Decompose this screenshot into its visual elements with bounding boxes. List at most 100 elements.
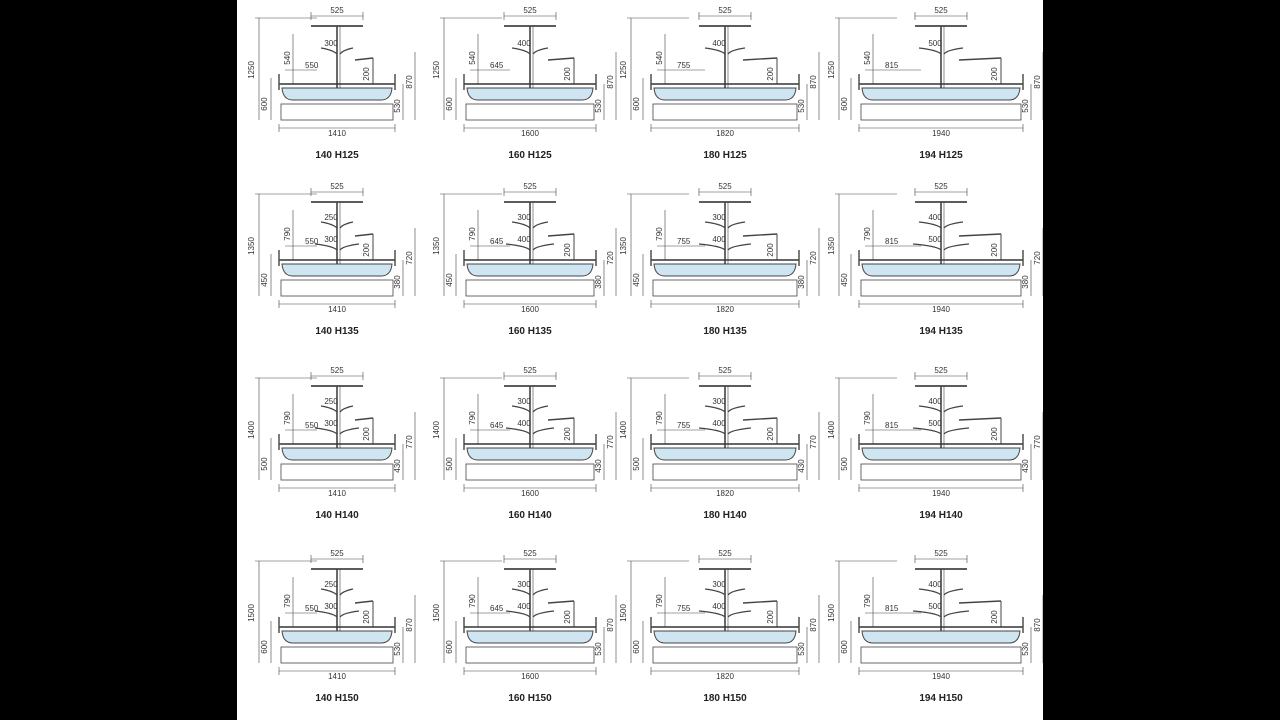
tub-well [281, 87, 393, 101]
shelf-arm-right [943, 588, 964, 596]
shelf-arm-left [511, 405, 531, 413]
shelf-depth-label: 300 [324, 419, 338, 428]
tub-well [653, 447, 797, 461]
plinth [465, 279, 595, 297]
edge-height-label: 720 [1033, 251, 1042, 265]
model-caption: 180 H135 [703, 326, 747, 337]
base-shelf-width-label: 550 [305, 421, 319, 430]
model-caption: 140 H150 [315, 693, 359, 704]
height-label: 1350 [247, 237, 256, 255]
tub-depth-label: 530 [797, 642, 806, 656]
side-shelf [547, 233, 575, 237]
tub-depth-label: 530 [393, 642, 402, 656]
shelf-arm-left [505, 243, 531, 251]
plinth [860, 646, 1022, 664]
shelf-arm-left [918, 221, 942, 229]
overall-width-label: 1820 [716, 305, 734, 314]
side-shelf [742, 57, 778, 61]
side-shelf [742, 417, 778, 421]
plinth [280, 103, 394, 121]
height-label: 1350 [432, 237, 441, 255]
shelf-depth-label: 400 [712, 602, 726, 611]
shelf-arm-left [505, 610, 531, 618]
edge-height-label: 870 [606, 618, 615, 632]
depth-label: 600 [260, 640, 269, 654]
shelf-gap-label: 200 [990, 67, 999, 81]
shelf-arm-left [314, 427, 338, 435]
overall-width-label: 1820 [716, 129, 734, 138]
top-shelf-width-label: 525 [330, 549, 344, 558]
overall-width-label: 1820 [716, 672, 734, 681]
shelf-depth-label: 400 [928, 397, 942, 406]
shelf-arm-right [727, 221, 746, 229]
plinth [280, 463, 394, 481]
base-shelf-width-label: 755 [677, 61, 691, 70]
shelf-gap-label: 200 [362, 427, 371, 441]
shelf-arm-left [320, 588, 338, 596]
depth-label: 600 [840, 97, 849, 111]
model-caption: 140 H140 [315, 510, 359, 521]
shelf-gap-label: 200 [563, 427, 572, 441]
height-label: 1400 [247, 421, 256, 439]
shelf-depth-label: 300 [517, 580, 531, 589]
overall-width-label: 1940 [932, 129, 950, 138]
shelf-arm-right [339, 47, 354, 55]
shelf-depth-label: 500 [928, 235, 942, 244]
shelf-depth-label: 400 [712, 235, 726, 244]
overall-width-label: 1410 [328, 489, 346, 498]
shelf-depth-label: 300 [324, 602, 338, 611]
tub-well [466, 87, 594, 101]
tub-depth-label: 380 [797, 275, 806, 289]
plinth [465, 646, 595, 664]
model-caption: 194 H140 [919, 510, 963, 521]
overall-width-label: 1410 [328, 305, 346, 314]
side-shelf [354, 233, 374, 237]
lower-height-label: 540 [468, 51, 477, 65]
edge-height-label: 870 [405, 75, 414, 89]
shelf-depth-label: 300 [517, 397, 531, 406]
shelf-arm-left [511, 47, 531, 55]
tub-well [861, 263, 1021, 277]
shelf-gap-label: 200 [563, 67, 572, 81]
edge-height-label: 870 [1033, 75, 1042, 89]
shelf-arm-left [704, 405, 726, 413]
shelf-arm-right [339, 610, 360, 618]
depth-label: 500 [260, 457, 269, 471]
tub-well [653, 87, 797, 101]
shelf-arm-right [532, 610, 555, 618]
shelf-arm-left [314, 610, 338, 618]
top-shelf-width-label: 525 [523, 549, 537, 558]
shelf-arm-left [704, 47, 726, 55]
shelf-depth-label: 250 [324, 213, 338, 222]
height-label: 1400 [827, 421, 836, 439]
lower-height-label: 790 [655, 227, 664, 241]
shelf-depth-label: 500 [928, 39, 942, 48]
shelf-gap-label: 200 [362, 243, 371, 257]
depth-label: 500 [445, 457, 454, 471]
shelf-arm-left [314, 243, 338, 251]
base-shelf-width-label: 815 [885, 61, 899, 70]
overall-width-label: 1410 [328, 129, 346, 138]
shelf-arm-right [339, 588, 354, 596]
base-shelf-width-label: 755 [677, 604, 691, 613]
edge-height-label: 870 [1033, 618, 1042, 632]
tub-well [653, 263, 797, 277]
shelf-arm-left [918, 405, 942, 413]
base-shelf-width-label: 755 [677, 421, 691, 430]
model-caption: 194 H135 [919, 326, 963, 337]
side-shelf [354, 57, 374, 61]
lower-height-label: 790 [468, 594, 477, 608]
plinth [860, 463, 1022, 481]
shelf-arm-right [532, 243, 555, 251]
shelf-arm-left [320, 47, 338, 55]
model-caption: 180 H140 [703, 510, 747, 521]
top-shelf-width-label: 525 [523, 366, 537, 375]
shelf-arm-left [505, 427, 531, 435]
overall-width-label: 1600 [521, 305, 539, 314]
shelf-depth-label: 300 [712, 213, 726, 222]
side-shelf [547, 600, 575, 604]
edge-height-label: 870 [606, 75, 615, 89]
